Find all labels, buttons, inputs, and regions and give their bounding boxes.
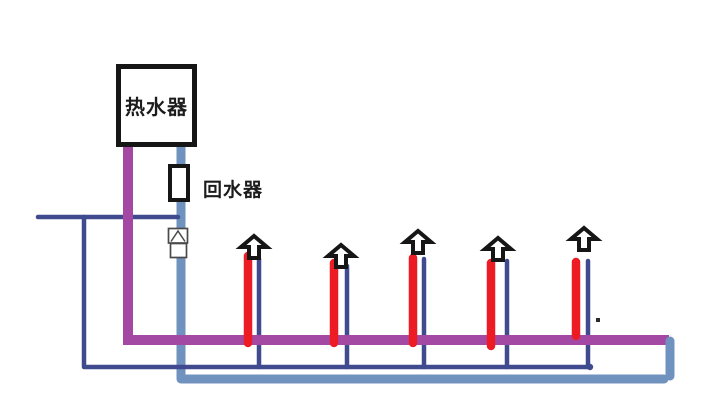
stray-dot <box>596 318 600 322</box>
up-arrow-icon <box>322 242 360 269</box>
return-device-box <box>168 164 190 202</box>
cold-supply-main <box>81 214 593 370</box>
return-device-label: 回水器 <box>203 180 264 201</box>
check-valve-icon <box>167 227 189 259</box>
cold-main-end-joint <box>586 363 594 371</box>
return-pipe-main <box>176 139 669 384</box>
up-arrow-icon <box>565 225 603 252</box>
up-arrow-icon <box>479 235 517 262</box>
water-heater-label: 热水器 <box>125 97 188 119</box>
water-heater-box: 热水器 <box>116 64 197 147</box>
up-arrow-icon <box>399 228 437 255</box>
up-arrow-icon <box>235 233 273 260</box>
